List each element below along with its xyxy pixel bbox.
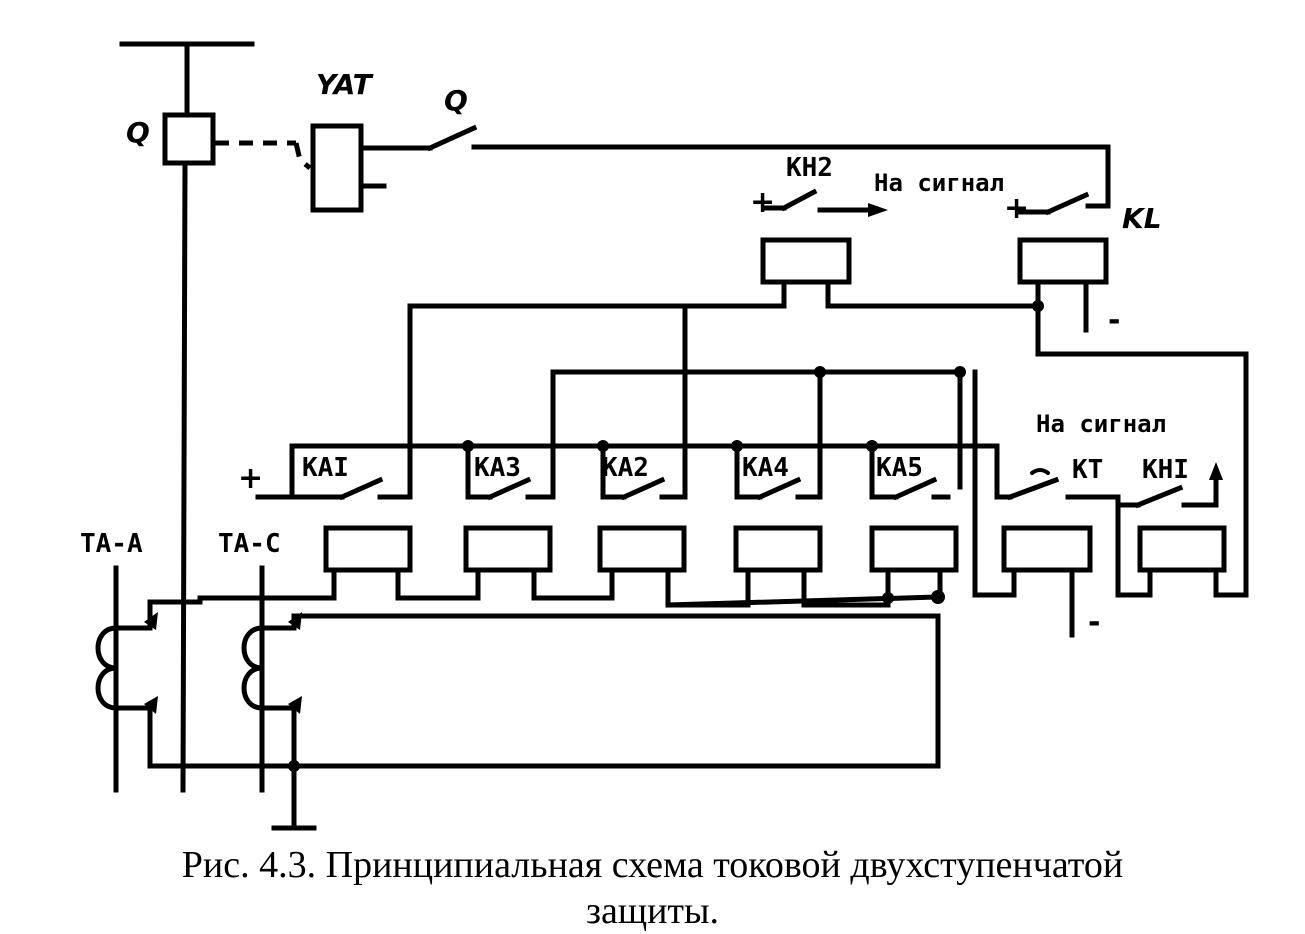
label-ka3: KA3	[474, 453, 521, 483]
relay-coil-ka5	[869, 525, 959, 573]
ka4-contact	[756, 476, 802, 501]
figure-caption: Рис. 4.3. Принципиальная схема токовой д…	[0, 842, 1305, 934]
label-ka4: KA4	[742, 453, 789, 483]
control-buses	[255, 303, 1013, 598]
label-kt: KT	[1072, 455, 1103, 485]
current-relay-contacts	[289, 443, 1223, 543]
plus-kl: +	[1004, 191, 1029, 226]
kt-contact	[1006, 476, 1060, 501]
output-relays	[407, 188, 1249, 598]
feeder-line	[180, 160, 188, 793]
label-kh2: KH2	[786, 153, 833, 183]
breaker-section	[119, 41, 1111, 793]
label-breaker: Q	[126, 116, 150, 149]
label-ta-c: TA-C	[218, 529, 281, 559]
relay-coil-kh2	[760, 237, 852, 285]
ka1-contact	[338, 476, 384, 501]
ta-a-winding	[95, 625, 119, 711]
relay-coil-ka2	[597, 525, 687, 573]
label-breaker-aux: Q	[444, 84, 468, 117]
ta-c-winding	[241, 625, 265, 711]
plus-bus: +	[238, 461, 263, 496]
minus-kt: -	[1088, 605, 1100, 640]
relay-coil-ka4	[733, 525, 823, 573]
ka2-contact	[620, 476, 666, 501]
relay-coil-ka1	[323, 525, 413, 573]
label-to-signal-mid: На сигнал	[1036, 410, 1166, 438]
label-kl: KL	[1122, 202, 1162, 235]
relay-coil-ka3	[463, 525, 553, 573]
label-ka2: KA2	[602, 453, 649, 483]
caption-line-1: Рис. 4.3. Принципиальная схема токовой д…	[181, 844, 1124, 886]
label-ka5: KA5	[876, 453, 923, 483]
trip-coil-yat	[310, 123, 364, 213]
ka3-contact	[486, 476, 532, 501]
label-to-signal-top: На сигнал	[874, 169, 1004, 197]
kl-contact	[1044, 191, 1090, 216]
label-ka1: KAI	[302, 453, 349, 483]
label-kh1: KHI	[1142, 455, 1189, 485]
breaker-aux-contact	[426, 124, 478, 152]
label-ta-a: TA-A	[80, 529, 143, 559]
current-transformers	[95, 565, 941, 831]
relay-coil-kt	[1001, 525, 1093, 573]
relay-coil-kl	[1017, 237, 1109, 285]
minus-kl: -	[1108, 303, 1120, 338]
relay-coil-kh1	[1137, 525, 1227, 573]
breaker-q	[162, 112, 216, 166]
ka5-contact	[892, 476, 938, 501]
kh1-contact	[1134, 484, 1184, 509]
caption-line-2: защиты.	[585, 890, 720, 932]
kh2-contact	[780, 188, 818, 212]
relay-coils	[197, 525, 1227, 638]
plus-kh2: +	[750, 185, 775, 220]
label-trip-coil: YAT	[316, 68, 374, 101]
diagram-labels: Q YAT Q KH2 На сигнал KL На сигнал + + -…	[80, 68, 1189, 640]
